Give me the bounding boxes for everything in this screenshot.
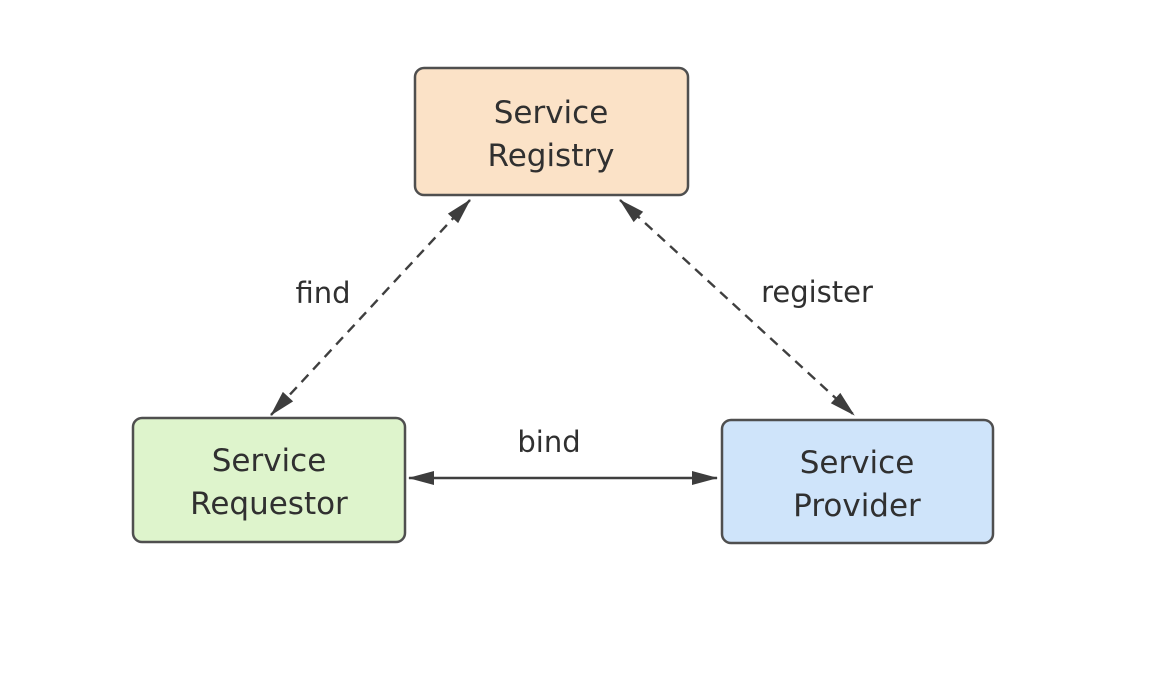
service-provider-label-line1: Service [800,445,915,481]
service-registry-label-line2: Registry [488,138,615,174]
service-registry-box [413,66,690,197]
node-service-requestor: Service Requestor [131,416,407,544]
service-provider-box [720,418,995,545]
find-edge-label: find [295,276,350,310]
service-registry-label-line1: Service [494,95,609,131]
service-requestor-label-line1: Service [212,443,327,479]
edge-register: register [619,199,873,416]
register-edge-label: register [761,275,873,309]
bind-edge-label: bind [517,425,580,459]
service-requestor-label-line2: Requestor [190,486,348,522]
edge-bind: bind [408,425,718,485]
node-service-registry: Service Registry [413,66,690,197]
service-requestor-box [131,416,407,544]
register-edge-line [619,199,855,416]
service-provider-label-line2: Provider [793,488,921,524]
find-edge-line [270,199,471,416]
node-service-provider: Service Provider [720,418,995,545]
edge-find: find [270,199,471,416]
